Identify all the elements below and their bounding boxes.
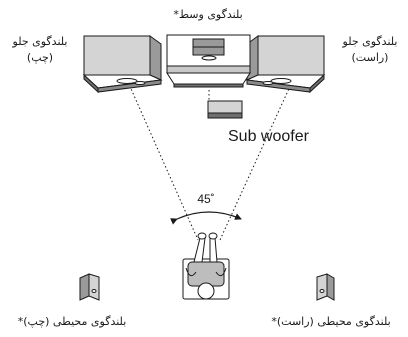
angle-label: 45˚ — [197, 192, 215, 206]
subwoofer-label: Sub woofer — [228, 128, 309, 145]
front-left-speaker — [82, 35, 163, 94]
surround-left-speaker — [79, 273, 100, 301]
front-right-speaker-label: بلندگوی جلو — [342, 35, 398, 48]
surround-right-speaker — [316, 273, 335, 301]
center-speaker — [166, 34, 251, 88]
front-left-speaker-sublabel: (چپ) — [26, 51, 54, 64]
center-speaker-label: بلندگوی وسط* — [173, 8, 243, 21]
surround-right-speaker-label: بلندگوی محیطی (راست)* — [271, 315, 391, 328]
subwoofer — [207, 100, 243, 119]
front-right-speaker — [245, 35, 326, 94]
angle-arc — [170, 211, 242, 225]
front-left-speaker-label: بلندگوی جلو — [12, 35, 68, 48]
listener-figure — [182, 232, 230, 300]
surround-left-speaker-label: بلندگوی محیطی (چپ)* — [17, 315, 127, 328]
front-right-speaker-sublabel: (راست) — [351, 51, 389, 64]
front-left-dotted-line — [127, 81, 199, 241]
